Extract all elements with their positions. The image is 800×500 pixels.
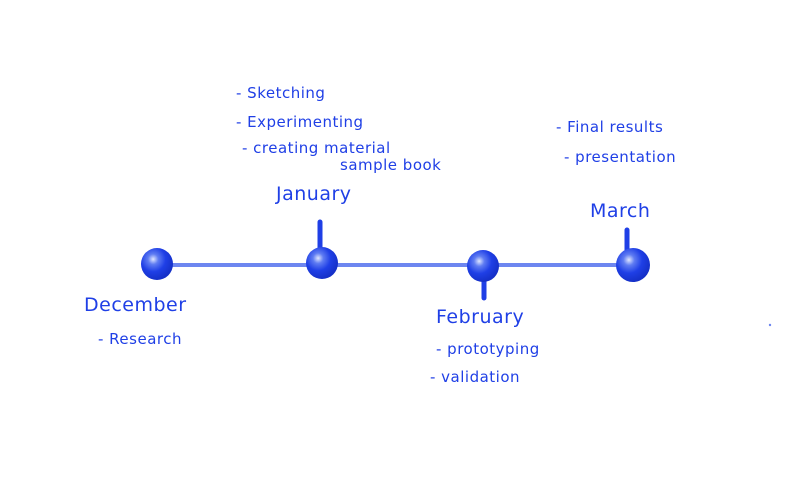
january-task: - creating material xyxy=(242,139,391,157)
february-task: - prototyping xyxy=(436,340,540,358)
january-task: sample book xyxy=(340,156,442,174)
ink-speck xyxy=(768,323,772,327)
february-label: February xyxy=(436,306,525,328)
march-node xyxy=(616,248,650,282)
january-node xyxy=(306,247,338,279)
march-task: - Final results xyxy=(556,118,664,136)
january-task: - Sketching xyxy=(236,84,326,102)
december-task: - Research xyxy=(98,330,182,348)
march-task: - presentation xyxy=(564,148,677,166)
december-label: December xyxy=(84,294,187,316)
january-task: - Experimenting xyxy=(236,113,364,131)
december-node xyxy=(141,248,173,280)
january-label: January xyxy=(276,183,352,205)
february-task: - validation xyxy=(430,368,521,386)
march-label: March xyxy=(590,200,651,222)
february-node xyxy=(467,250,499,282)
